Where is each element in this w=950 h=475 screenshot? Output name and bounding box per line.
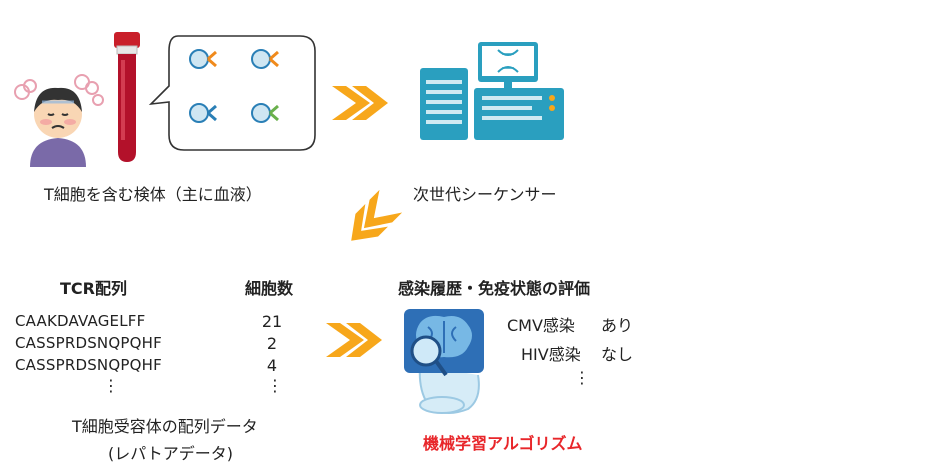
- ml-algorithm-label: 機械学習アルゴリズム: [423, 434, 583, 453]
- tcr-seq-header: TCR配列: [60, 279, 127, 298]
- tcr-sequence: CASSPRDSNQPQHF: [15, 356, 162, 374]
- tcr-sequence: CAAKDAVAGELFF: [15, 312, 146, 330]
- table-ellipsis-seq: ⋮: [103, 376, 119, 395]
- result-value: あり: [601, 316, 634, 335]
- result-name: HIV感染: [521, 345, 581, 364]
- cell-count: 21: [261, 312, 283, 331]
- sequencer-machine-icon: [420, 42, 564, 140]
- cell-count: 2: [266, 334, 278, 353]
- table-caption-line2: (レパトアデータ): [108, 444, 233, 463]
- sick-person-icon: [14, 74, 104, 167]
- speech-bubble: [148, 35, 316, 151]
- blood-tube-icon: [114, 32, 140, 162]
- evaluation-title: 感染履歴・免疫状態の評価: [398, 279, 591, 298]
- result-value: なし: [601, 345, 634, 364]
- cell-count-header: 細胞数: [245, 279, 294, 298]
- t-cell-receptor-icon: [251, 103, 279, 123]
- table-ellipsis-count: ⋮: [267, 376, 283, 395]
- result-name: CMV感染: [507, 316, 575, 335]
- ai-robot-icon: [404, 309, 484, 414]
- sequencer-label: 次世代シーケンサー: [413, 185, 557, 204]
- table-caption-line1: T細胞受容体の配列データ: [72, 417, 258, 436]
- arrow-right-icon: [332, 86, 388, 120]
- arrow-down-left-icon: [351, 189, 403, 241]
- t-cell-receptor-icon: [189, 49, 217, 69]
- t-cell-receptor-icon: [189, 103, 217, 123]
- t-cell-receptor-icon: [251, 49, 279, 69]
- tcr-sequence: CASSPRDSNQPQHF: [15, 334, 162, 352]
- sample-label: T細胞を含む検体（主に血液）: [44, 185, 262, 204]
- cell-count: 4: [266, 356, 278, 375]
- results-ellipsis: ⋮: [574, 368, 590, 387]
- arrow-right-icon: [326, 323, 382, 357]
